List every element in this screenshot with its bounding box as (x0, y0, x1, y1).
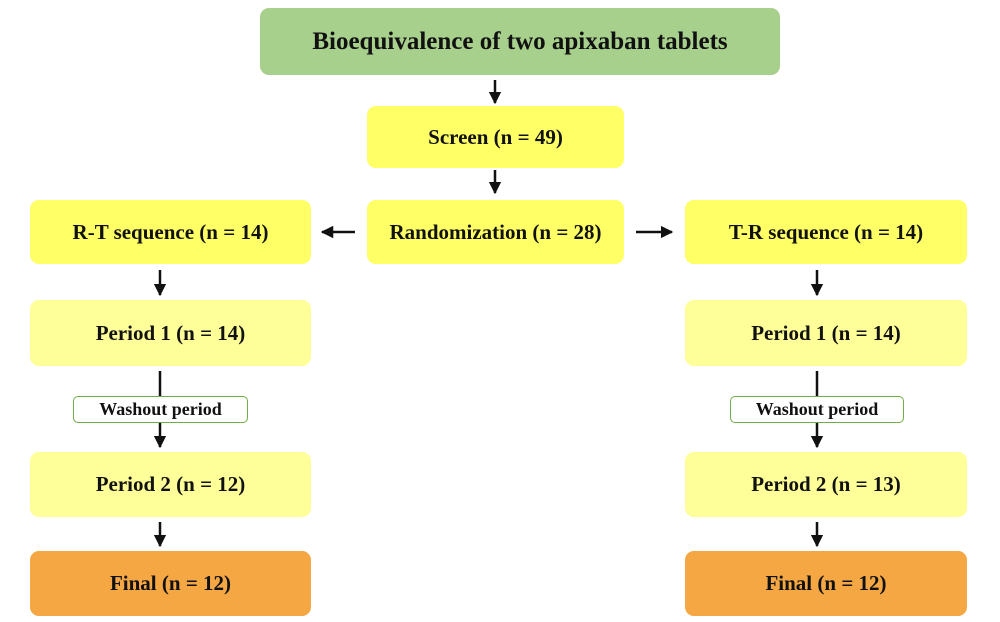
diagram-title: Bioequivalence of two apixaban tablets (260, 8, 780, 75)
right-sequence-box: T-R sequence (n = 14) (685, 200, 967, 264)
left-sequence-box: R-T sequence (n = 14) (30, 200, 311, 264)
right-period2-box: Period 2 (n = 13) (685, 452, 967, 517)
screen-box: Screen (n = 49) (367, 106, 624, 168)
randomization-box: Randomization (n = 28) (367, 200, 624, 264)
right-washout-label: Washout period (730, 396, 904, 423)
right-period1-box: Period 1 (n = 14) (685, 300, 967, 366)
left-washout-label: Washout period (73, 396, 248, 423)
left-final-box: Final (n = 12) (30, 551, 311, 616)
right-final-box: Final (n = 12) (685, 551, 967, 616)
left-period2-box: Period 2 (n = 12) (30, 452, 311, 517)
left-period1-box: Period 1 (n = 14) (30, 300, 311, 366)
